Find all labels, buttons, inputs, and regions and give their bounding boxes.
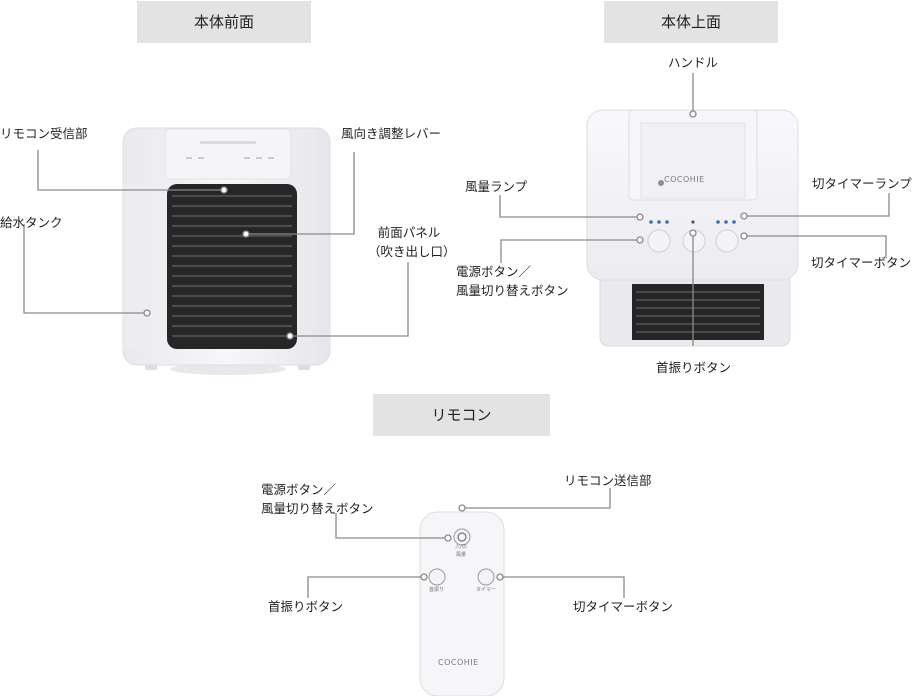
front-device (122, 127, 331, 375)
label-timer-lamp: 切タイマーランプ (812, 176, 912, 191)
leader-lines (23, 73, 890, 598)
label-swing-button: 首振りボタン (656, 360, 732, 375)
label-remote-receiver: リモコン受信部 (0, 126, 88, 141)
label-power-button: 電源ボタン／ 風量切り替えボタン (456, 262, 569, 300)
label-remote-swing-button: 首振りボタン (268, 599, 344, 614)
label-remote-power-button-line2: 風量切り替えボタン (261, 501, 374, 516)
label-front-panel-line2: （吹き出し口） (368, 244, 456, 259)
label-timer-button: 切タイマーボタン (811, 255, 912, 270)
leader-dots (143, 110, 748, 581)
front-section-header: 本体前面 (137, 1, 311, 43)
label-handle: ハンドル (668, 55, 719, 70)
label-wind-lever: 風向き調整レバー (341, 126, 442, 141)
remote-swing-text: 首振り (429, 587, 445, 593)
remote-brand-logo: COCOHIE (438, 658, 479, 667)
remote-fan-text: 風量 (456, 552, 467, 558)
remote-timer-text: タイマー (476, 587, 497, 593)
top-brand-logo: COCOHIE (664, 175, 705, 184)
top-section-header: 本体上面 (604, 1, 778, 43)
label-fan-lamp: 風量ランプ (465, 179, 528, 194)
label-remote-power-button-line1: 電源ボタン／ (261, 482, 337, 497)
label-front-panel: 前面パネル （吹き出し口） (368, 223, 456, 261)
label-remote-transmitter: リモコン送信部 (564, 473, 652, 488)
label-power-button-line1: 電源ボタン／ (456, 264, 532, 279)
remote-section-header: リモコン (373, 394, 550, 436)
label-water-tank: 給水タンク (0, 215, 63, 230)
remote-power-text: 入/切 (455, 544, 467, 550)
label-front-panel-line1: 前面パネル (377, 225, 441, 240)
label-remote-timer-button: 切タイマーボタン (573, 599, 674, 614)
remote-device (419, 511, 505, 696)
label-power-button-line2: 風量切り替えボタン (456, 283, 569, 298)
label-remote-power-button: 電源ボタン／ 風量切り替えボタン (261, 480, 374, 518)
